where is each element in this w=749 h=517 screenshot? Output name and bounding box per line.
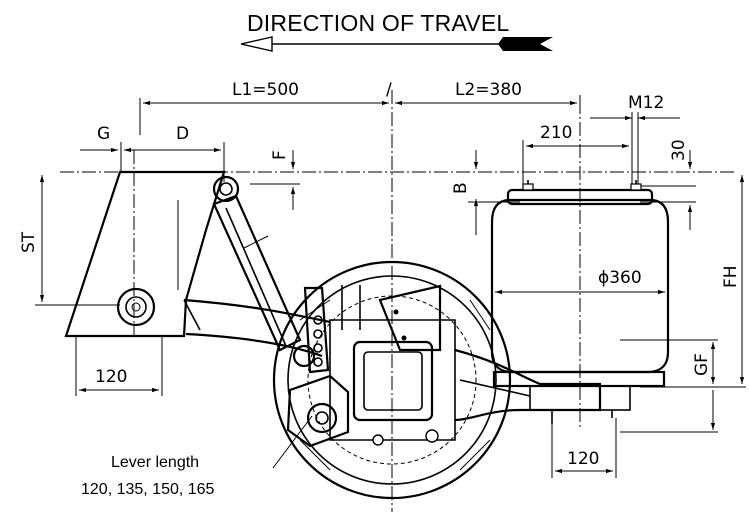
diameter-label: ϕ360 (598, 268, 642, 288)
dimension-m12 (590, 112, 680, 190)
direction-arrow (240, 36, 553, 52)
dimension-210-label: 210 (540, 123, 572, 143)
dimension-gf-label: GF (692, 353, 712, 376)
dimension-l1-label: L1=500 (232, 80, 299, 100)
dimension-g-d (80, 142, 225, 182)
slack-adjuster (286, 286, 350, 448)
brake-drum (272, 260, 512, 500)
dimension-m12-label: M12 (628, 93, 664, 113)
dimension-g-label: G (97, 124, 110, 144)
dimension-break-mark: / (386, 80, 392, 100)
axle-seat (341, 284, 442, 446)
axle-tube (329, 319, 456, 441)
center-lines (60, 90, 735, 512)
dimension-f-label: F (270, 150, 290, 160)
dimension-120-left-label: 120 (95, 367, 127, 387)
dimension-l2-label: L2=380 (455, 80, 522, 100)
dimension-120-right-label: 120 (567, 449, 599, 469)
dimension-f (250, 150, 300, 210)
direction-title: DIRECTION OF TRAVEL (247, 10, 509, 36)
dimension-st-label: ST (19, 231, 39, 253)
air-spring (490, 180, 670, 424)
dimension-st (35, 175, 120, 306)
lever-leader (272, 415, 313, 469)
dimension-30-label: 30 (669, 139, 689, 161)
lever-length-note-line2: 120, 135, 150, 165 (81, 481, 215, 498)
dimension-210 (522, 140, 629, 190)
lever-length-note-line1: Lever length (111, 454, 199, 471)
dimension-b (468, 150, 520, 235)
dimension-fh-label: FH (721, 265, 741, 288)
dimension-30 (640, 150, 696, 230)
dimension-l2 (395, 95, 581, 112)
pivot-bushing (116, 287, 156, 327)
dimension-120-right (551, 418, 617, 478)
dimension-d-label: D (176, 124, 189, 144)
dimension-b-label: B (451, 182, 471, 194)
dimension-l1 (139, 98, 389, 135)
shock-absorber (212, 175, 316, 368)
dimension-120-left (75, 336, 163, 396)
